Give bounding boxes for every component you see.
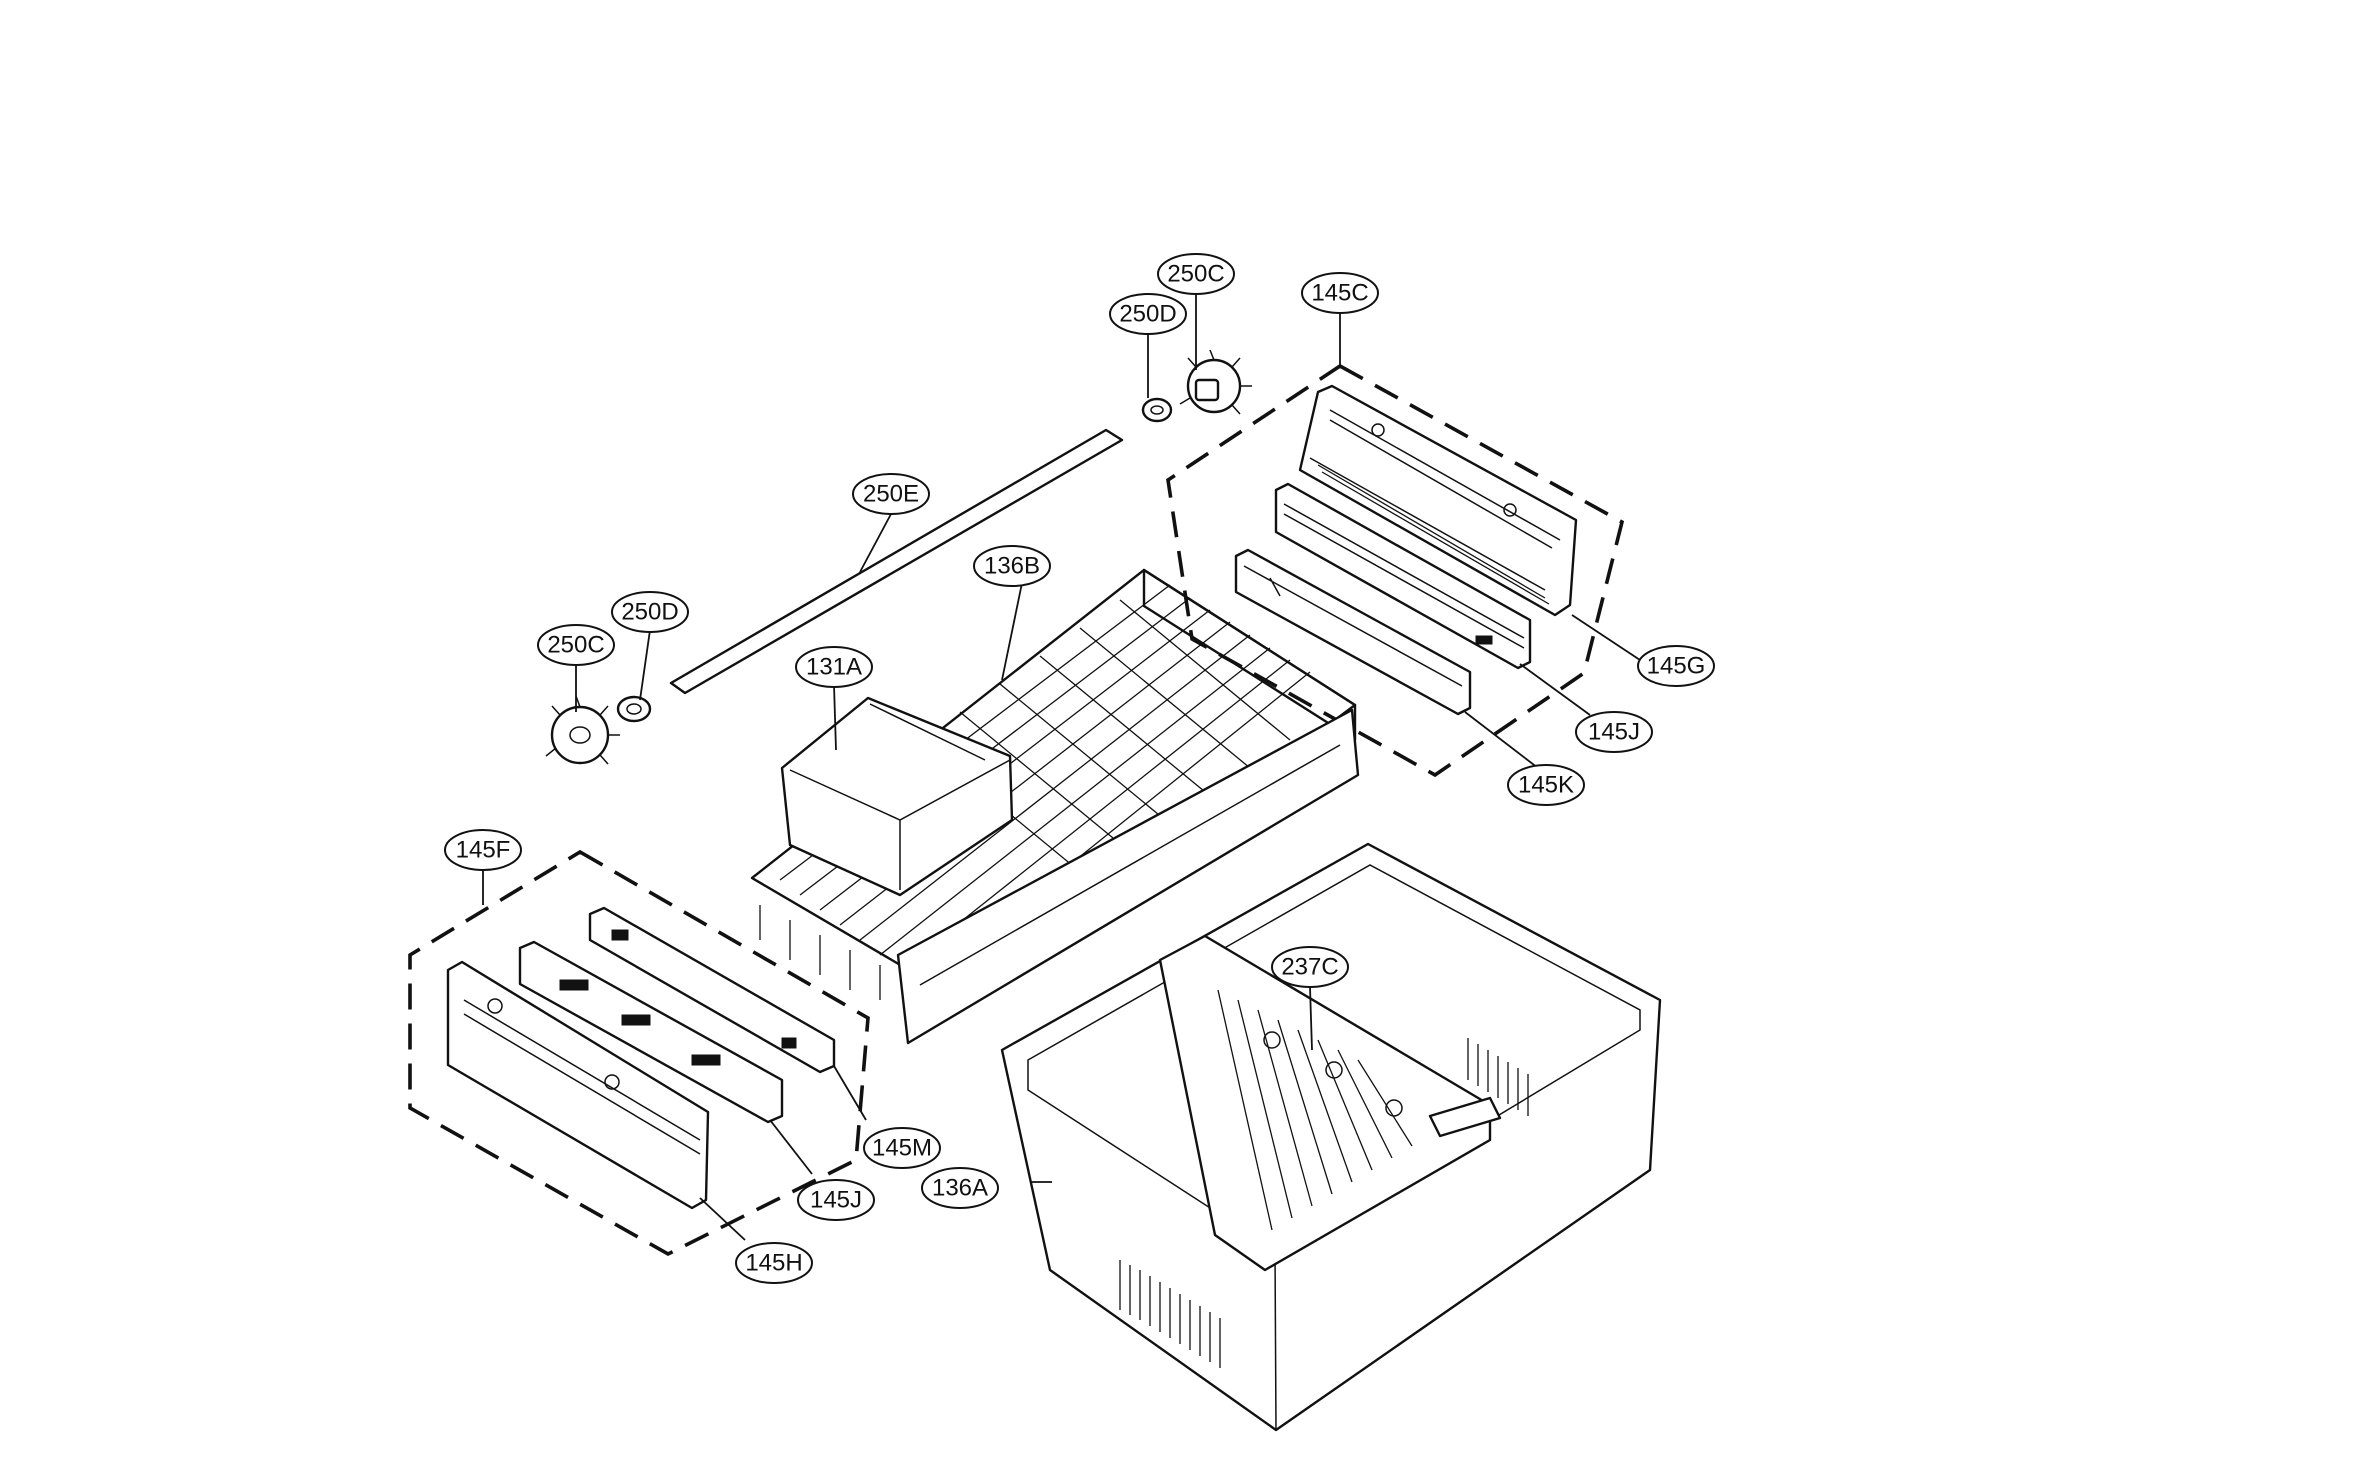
callout-label: 145J bbox=[1588, 719, 1640, 746]
callout-145F[interactable]: 145F bbox=[444, 829, 522, 871]
callout-label: 145J bbox=[810, 1187, 862, 1214]
part-250C-left-gear bbox=[545, 695, 620, 765]
part-131A-bin bbox=[780, 696, 1014, 897]
callout-250C-left[interactable]: 250C bbox=[537, 624, 615, 666]
callout-label: 250C bbox=[1167, 261, 1224, 288]
callout-label: 131A bbox=[806, 654, 862, 681]
callout-145M[interactable]: 145M bbox=[863, 1127, 941, 1169]
callout-label: 136B bbox=[984, 553, 1040, 580]
part-drawer-front-panel bbox=[896, 708, 1360, 1045]
callout-136A[interactable]: 136A bbox=[921, 1167, 999, 1209]
callout-label: 237C bbox=[1281, 954, 1338, 981]
part-250D-left-bushing bbox=[616, 695, 652, 723]
callout-label: 250E bbox=[863, 481, 919, 508]
callout-label: 250D bbox=[1119, 301, 1176, 328]
callout-label: 145K bbox=[1518, 772, 1574, 799]
callout-label: 250C bbox=[547, 632, 604, 659]
part-145G-rail bbox=[1298, 384, 1578, 617]
callout-label: 145C bbox=[1311, 280, 1368, 307]
callout-145J-left[interactable]: 145J bbox=[797, 1179, 875, 1221]
callout-145K[interactable]: 145K bbox=[1507, 764, 1585, 806]
callout-label: 136A bbox=[932, 1175, 988, 1202]
part-145H-left-rail bbox=[446, 960, 710, 1210]
part-145J-right-slide bbox=[1274, 482, 1532, 670]
callout-250C-top[interactable]: 250C bbox=[1157, 253, 1235, 295]
part-250C-top-gear bbox=[1179, 349, 1252, 415]
callout-145G[interactable]: 145G bbox=[1637, 645, 1715, 687]
part-237C-divider bbox=[1158, 934, 1502, 1272]
callout-label: 145H bbox=[745, 1250, 802, 1277]
callout-136B[interactable]: 136B bbox=[973, 545, 1051, 587]
callout-237C[interactable]: 237C bbox=[1271, 946, 1349, 988]
callout-250D-left[interactable]: 250D bbox=[611, 591, 689, 633]
callout-250E[interactable]: 250E bbox=[852, 473, 930, 515]
part-250E-rod bbox=[669, 428, 1124, 695]
callout-250D-top[interactable]: 250D bbox=[1109, 293, 1187, 335]
part-145K-right-rail bbox=[1234, 548, 1472, 716]
leader-lines bbox=[482, 293, 1641, 1241]
callout-label: 250D bbox=[621, 599, 678, 626]
callout-label: 145G bbox=[1647, 653, 1706, 680]
callout-131A[interactable]: 131A bbox=[795, 646, 873, 688]
callout-145J-right[interactable]: 145J bbox=[1575, 711, 1653, 753]
part-250D-top-bushing bbox=[1141, 397, 1173, 423]
callout-145H[interactable]: 145H bbox=[735, 1242, 813, 1284]
callout-label: 145M bbox=[872, 1135, 932, 1162]
callout-145C[interactable]: 145C bbox=[1301, 272, 1379, 314]
group-outline-145F bbox=[408, 849, 870, 1257]
callout-label: 145F bbox=[456, 837, 511, 864]
part-145J-left-slide bbox=[518, 940, 784, 1124]
group-outline-145C bbox=[1166, 363, 1625, 778]
